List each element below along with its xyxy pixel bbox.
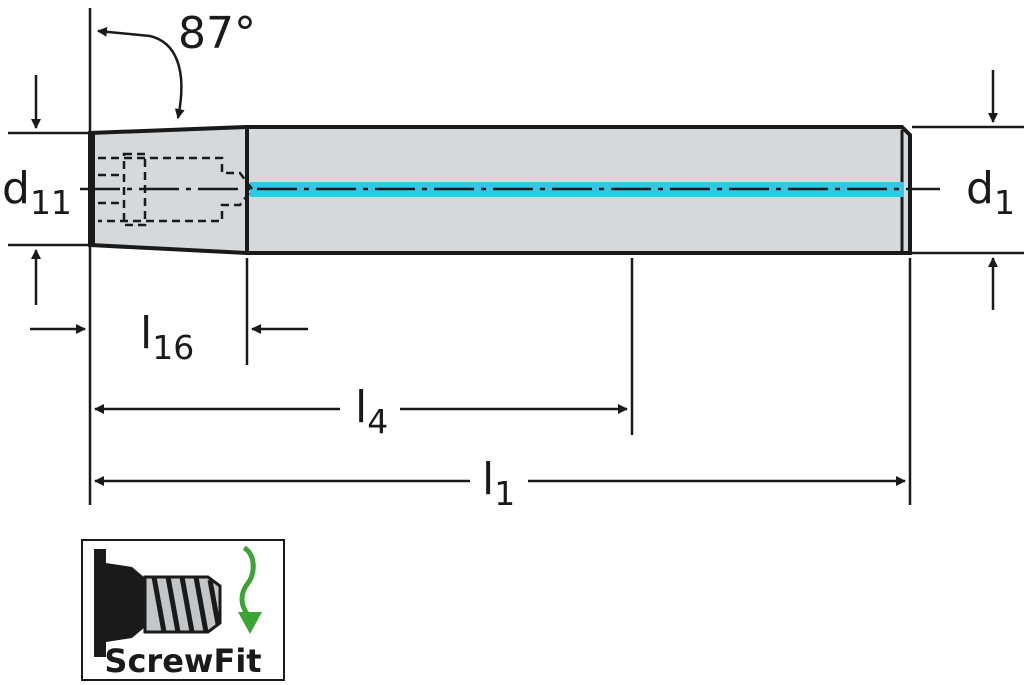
dim-l1: l1	[94, 454, 906, 513]
extension-lines	[8, 8, 1024, 505]
l4-label: l4	[355, 382, 388, 441]
screwfit-badge: ScrewFit	[81, 539, 285, 681]
d1-label: d1	[966, 163, 1015, 222]
tool-body	[80, 124, 940, 256]
l1-label: l1	[482, 454, 515, 513]
angle-arc-arrow	[149, 34, 185, 119]
dim-d11: d11	[2, 75, 72, 305]
dim-d1: d1	[966, 70, 1015, 310]
screw-icon	[94, 549, 222, 657]
angle-ref-arrow	[97, 26, 151, 38]
d11-label: d11	[2, 163, 72, 222]
dim-l16: l16	[30, 308, 308, 367]
angle-label: 87°	[178, 8, 256, 59]
angle-annotation: 87°	[97, 8, 256, 119]
badge-label: ScrewFit	[104, 642, 261, 680]
hidden-thread	[98, 152, 254, 227]
l16-label: l16	[140, 308, 194, 367]
rotate-arrow-icon	[238, 545, 262, 634]
dim-l4: l4	[94, 382, 628, 441]
